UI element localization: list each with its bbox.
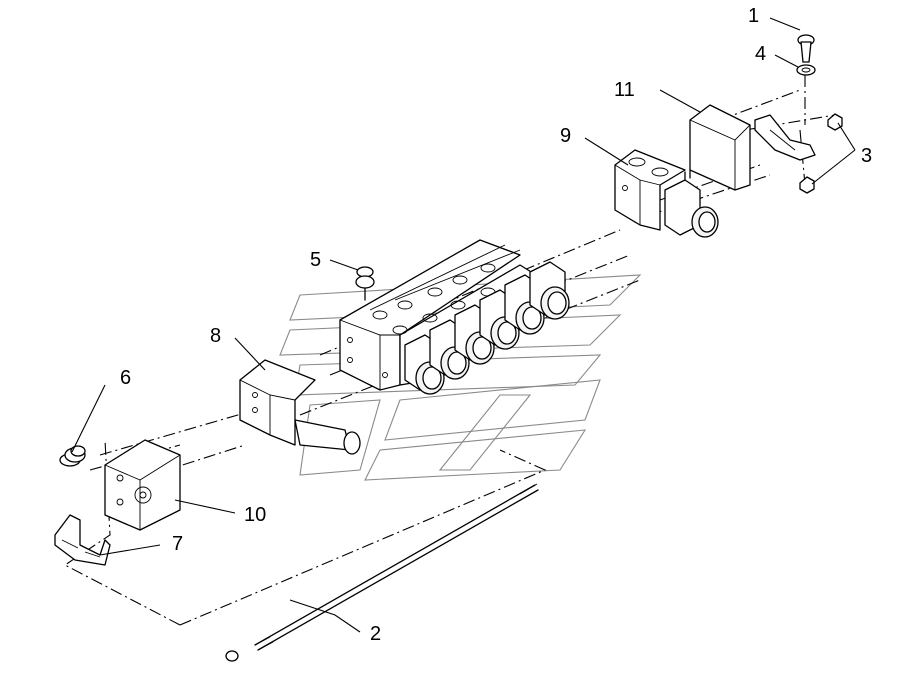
tie-rod bbox=[225, 483, 539, 662]
callout-9: 9 bbox=[560, 125, 571, 147]
callout-3: 3 bbox=[861, 145, 872, 167]
callout-1: 1 bbox=[748, 5, 759, 27]
washer bbox=[796, 64, 816, 76]
callout-4: 4 bbox=[755, 43, 766, 65]
callout-8: 8 bbox=[210, 325, 221, 347]
cover-plate bbox=[689, 104, 751, 191]
mounting-bracket-right bbox=[754, 114, 816, 161]
nut-lower bbox=[799, 176, 815, 194]
end-cover-block bbox=[104, 439, 181, 531]
callout-10: 10 bbox=[244, 504, 266, 526]
nut-upper bbox=[827, 113, 843, 131]
callout-labels: 1 2 3 4 5 6 7 8 9 10 11 bbox=[120, 5, 872, 645]
callout-leaders bbox=[71, 17, 856, 633]
screw bbox=[797, 34, 815, 63]
solenoid-coils bbox=[404, 261, 570, 395]
callout-6: 6 bbox=[120, 367, 131, 389]
solenoid-6 bbox=[529, 261, 570, 320]
callout-11: 11 bbox=[614, 79, 635, 101]
callout-7: 7 bbox=[172, 533, 183, 555]
callout-2: 2 bbox=[370, 623, 381, 645]
mounting-bracket-left bbox=[54, 514, 111, 566]
inlet-block-with-rod bbox=[239, 359, 361, 455]
callout-5: 5 bbox=[310, 249, 321, 271]
breather-fitting bbox=[355, 266, 375, 301]
plug-fitting bbox=[59, 445, 86, 467]
end-valve-block bbox=[614, 149, 719, 238]
